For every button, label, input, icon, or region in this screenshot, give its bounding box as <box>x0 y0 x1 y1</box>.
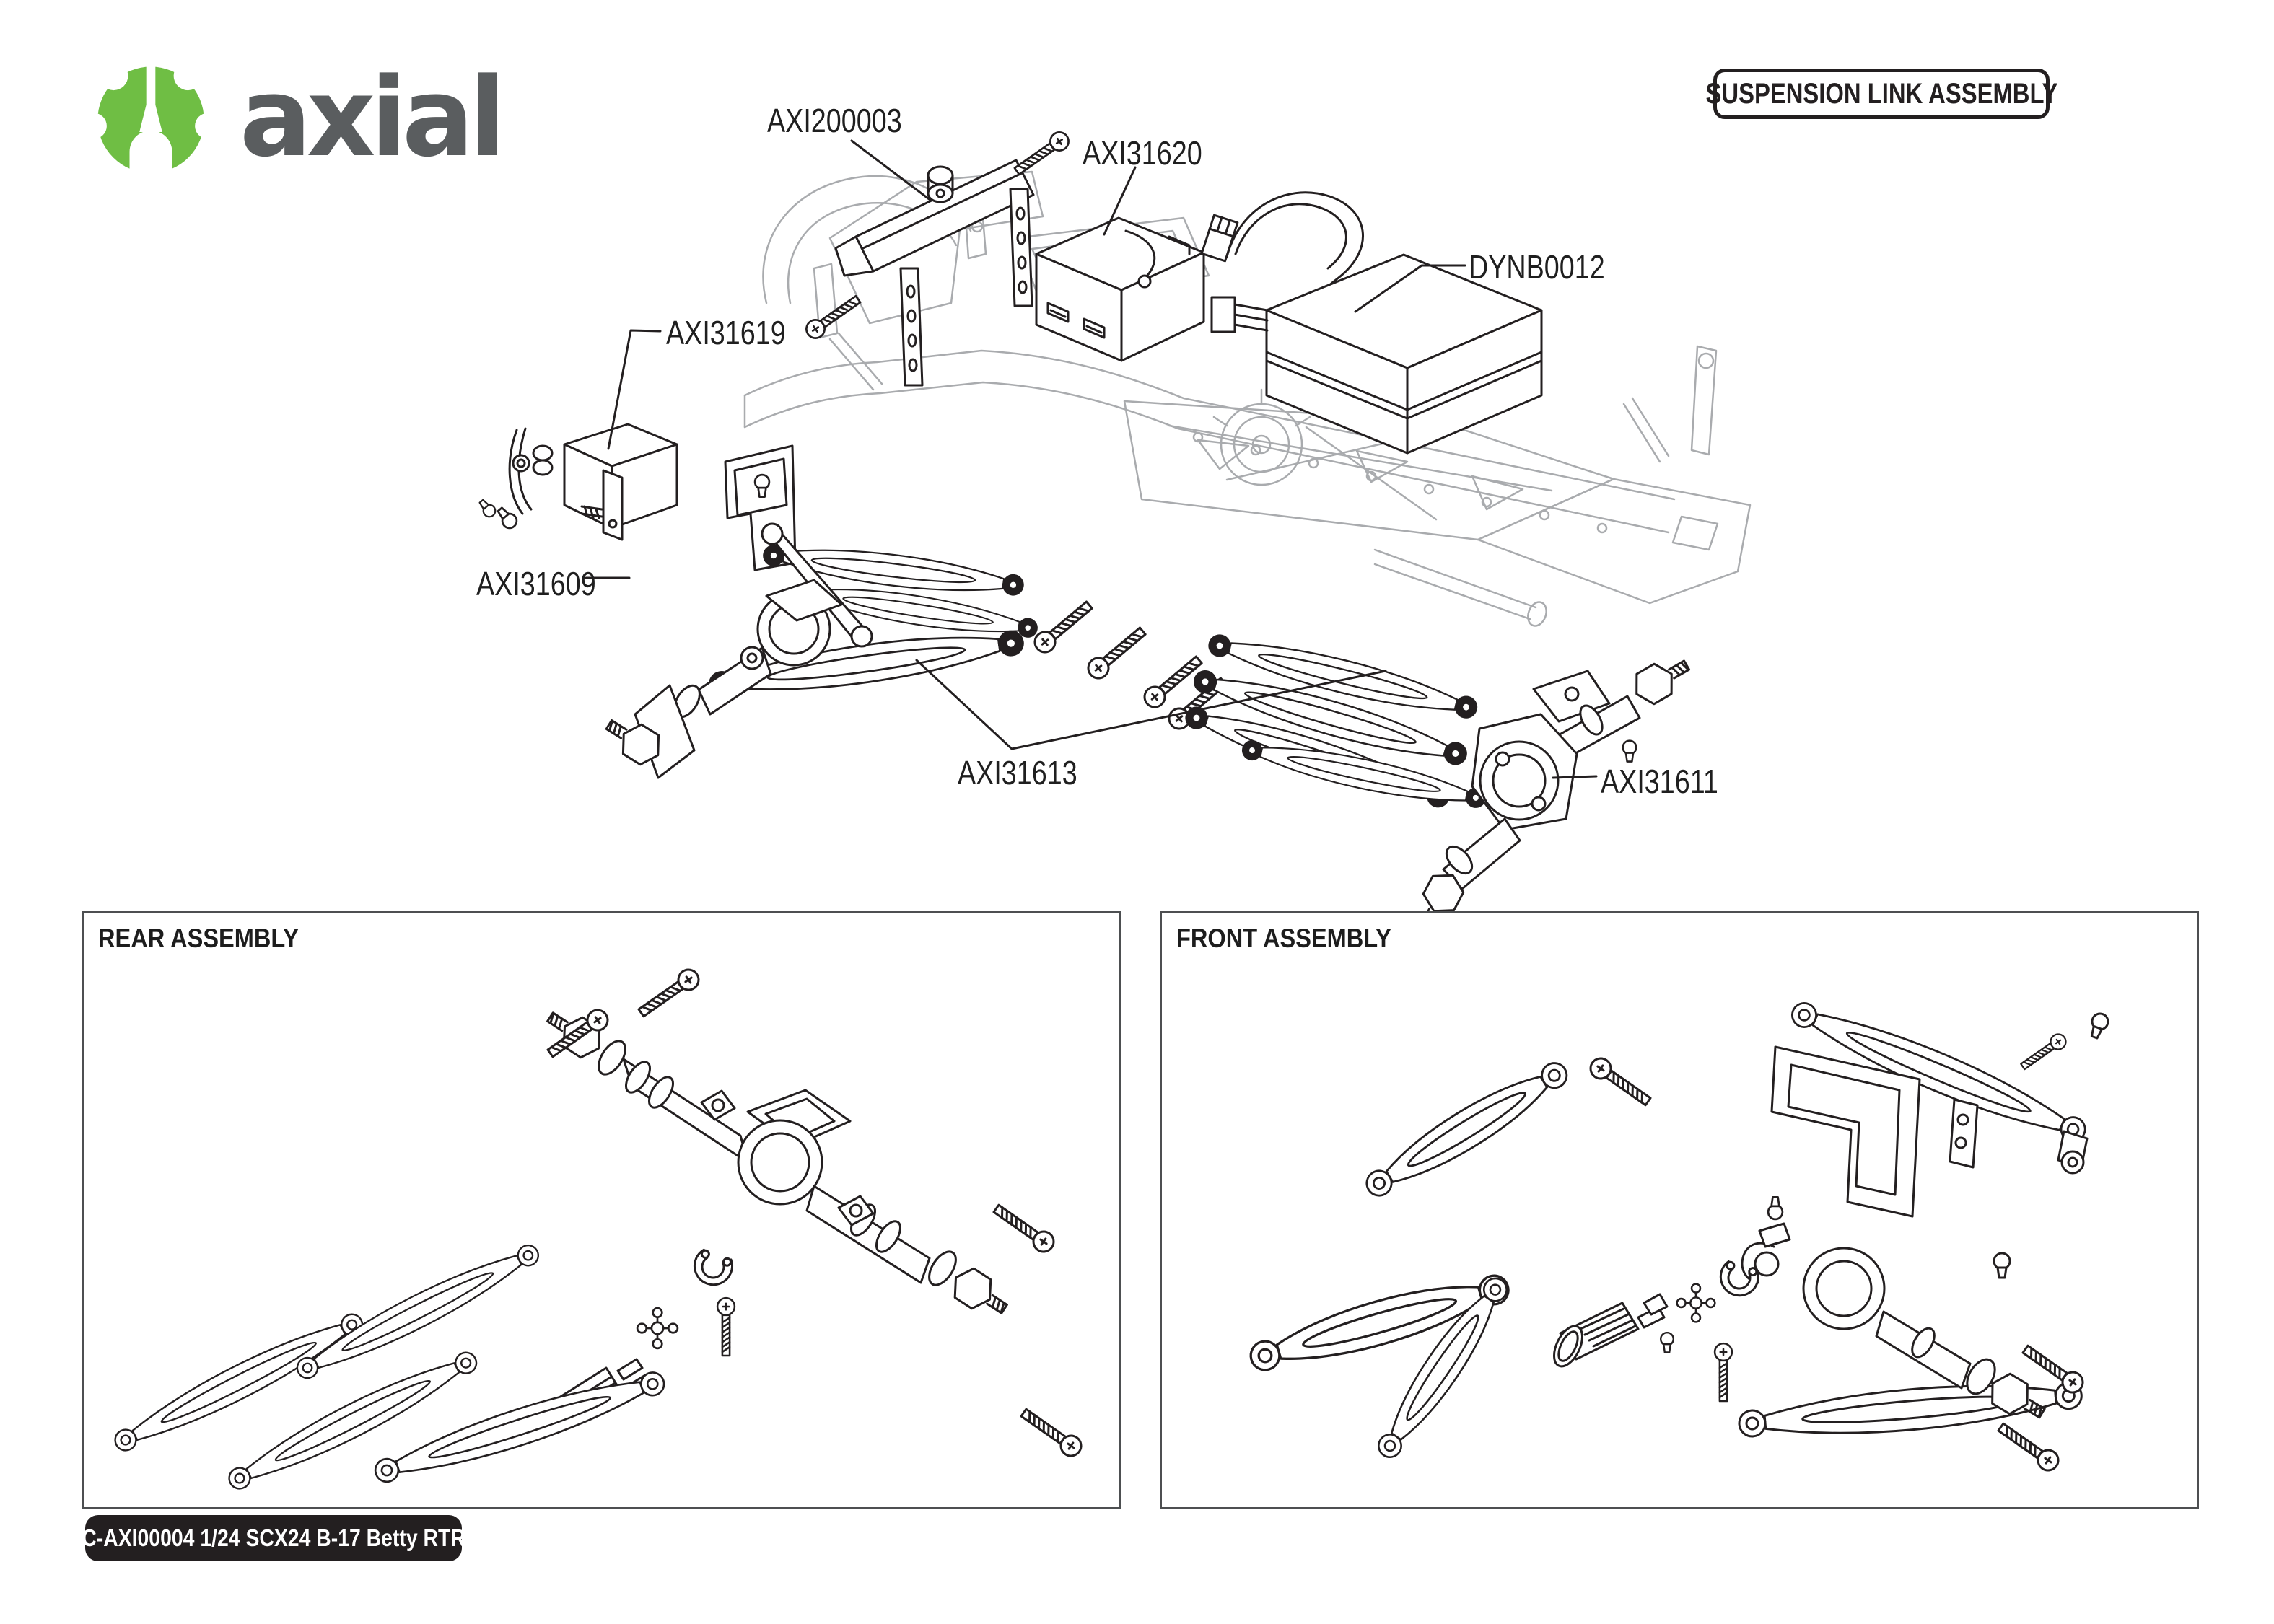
servo-drawing <box>476 423 678 541</box>
front-assembly-diagram <box>1244 992 2112 1475</box>
rear-assembly-panel: REAR ASSEMBLY <box>82 911 1121 1509</box>
receiver-drawing <box>1035 216 1205 362</box>
front-assembly-panel: FRONT ASSEMBLY <box>1160 911 2199 1509</box>
brand-wordmark: axial <box>240 54 506 181</box>
leader-lines <box>585 139 1598 779</box>
page-title-box: SUSPENSION LINK ASSEMBLY <box>1705 69 2057 119</box>
battery-tray-drawing <box>802 128 1073 387</box>
front-assembly-title: FRONT ASSEMBLY <box>1176 923 1391 953</box>
part-label-battery-tray: AXI200003 <box>767 102 902 139</box>
document-id-badge: C-AXI00004 1/24 SCX24 B-17 Betty RTR <box>82 1515 465 1561</box>
leader-battery <box>1354 264 1466 313</box>
front-axle-drawing <box>598 444 1040 779</box>
leader-servo <box>607 329 662 450</box>
page-title: SUSPENSION LINK ASSEMBLY <box>1705 77 2057 110</box>
part-label-servo: AXI31619 <box>666 314 786 351</box>
part-label-front-axle: AXI31609 <box>476 565 596 602</box>
rear-assembly-diagram <box>108 965 1086 1498</box>
rear-axle-drawing <box>1181 626 1697 936</box>
part-label-battery: DYNB0012 <box>1469 248 1605 286</box>
part-label-link-screws: AXI31613 <box>958 754 1077 791</box>
leader-rear-axle <box>1552 775 1598 779</box>
axial-logo: axial <box>84 54 506 181</box>
leader-receiver <box>1103 166 1137 236</box>
part-label-receiver: AXI31620 <box>1083 134 1202 172</box>
rear-assembly-title: REAR ASSEMBLY <box>98 923 299 953</box>
part-label-rear-axle: AXI31611 <box>1601 763 1718 800</box>
axial-emblem-icon <box>84 61 218 175</box>
battery-drawing <box>1200 191 1543 455</box>
leader-link-screws <box>915 659 1387 750</box>
leader-battery-tray <box>850 139 932 202</box>
